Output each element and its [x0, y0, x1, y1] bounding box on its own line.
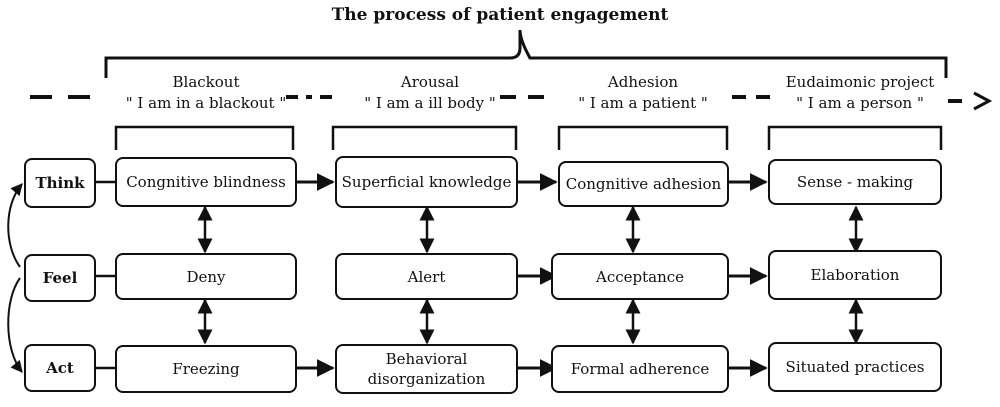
stage-eudaimonic: Eudaimonic project " I am a person ": [760, 72, 960, 114]
row-label-act: Act: [24, 344, 96, 392]
cell-think-eudaimonic: Sense - making: [768, 159, 942, 205]
cell-feel-blackout: Deny: [115, 253, 297, 300]
stage-quote: " I am a person ": [796, 94, 924, 112]
stage-adhesion: Adhesion " I am a patient ": [538, 72, 748, 114]
cell-feel-arousal: Alert: [335, 253, 518, 300]
stage-quote: " I am in a blackout ": [125, 94, 287, 112]
cell-act-blackout: Freezing: [115, 345, 297, 393]
stage-arousal: Arousal " I am a ill body ": [320, 72, 540, 114]
left-curves: [7, 183, 23, 373]
row-label-think: Think: [24, 158, 96, 208]
cell-feel-eudaimonic: Elaboration: [768, 250, 942, 300]
timeline-arrow: [30, 91, 993, 111]
cell-think-adhesion: Congnitive adhesion: [558, 161, 729, 207]
stage-name: Eudaimonic project: [785, 73, 935, 91]
stage-brackets: [114, 125, 943, 150]
vertical-arrows: [197, 205, 864, 345]
top-brace: [104, 29, 948, 78]
cell-act-adhesion: Formal adherence: [551, 345, 729, 393]
stage-name: Arousal: [400, 73, 460, 91]
stage-quote: " I am a patient ": [578, 94, 708, 112]
cell-act-eudaimonic: Situated practices: [768, 342, 942, 392]
stage-name: Adhesion: [607, 73, 679, 91]
cell-think-blackout: Congnitive blindness: [115, 157, 297, 207]
diagram-title: The process of patient engagement: [331, 5, 669, 25]
stage-name: Blackout: [172, 73, 240, 91]
label-arrows: [96, 180, 115, 370]
row-label-feel: Feel: [24, 254, 96, 302]
horizontal-arrows: [297, 173, 768, 377]
cell-act-arousal: Behavioral disorganization: [335, 344, 518, 394]
cell-feel-adhesion: Acceptance: [551, 253, 729, 300]
cell-think-arousal: Superficial knowledge: [335, 156, 518, 208]
stage-blackout: Blackout " I am in a blackout ": [96, 72, 316, 114]
stage-quote: " I am a ill body ": [364, 94, 496, 112]
